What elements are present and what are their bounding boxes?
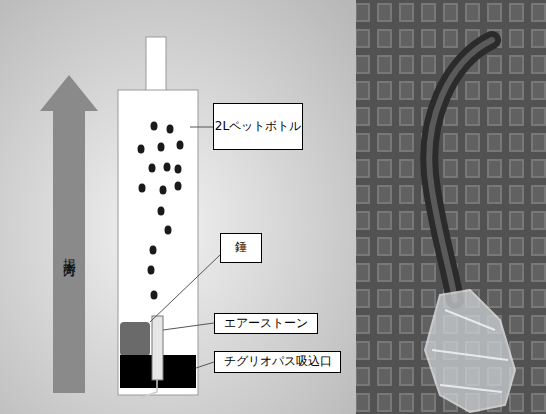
photo-bottle: [425, 290, 515, 412]
air-stone: [152, 316, 163, 380]
callout-box: エアーストーン: [214, 313, 318, 334]
leader-lines: [150, 127, 220, 368]
callout-label: チグリオパス吸込口: [224, 355, 332, 368]
callout-box: 2Lペットボトル: [213, 103, 303, 150]
panel-background: [0, 0, 356, 414]
air-bubbles: [138, 122, 184, 300]
photo-crate: [356, 0, 546, 414]
bottle-body: [118, 90, 198, 395]
arrow-shape: [40, 75, 98, 393]
callout-box: 錘: [220, 233, 262, 263]
callout-label: 錘: [235, 241, 247, 254]
weight: [120, 322, 150, 356]
callout-label: 2Lペットボトル: [215, 120, 301, 133]
callout-box: チグリオパス吸込口: [214, 351, 341, 373]
direction-arrow: 揚水方向: [40, 75, 98, 393]
photo-hose: [429, 40, 492, 300]
arrow-label: 揚水方向: [60, 248, 78, 256]
callout-label: エアーストーン: [224, 317, 308, 330]
arrow-outline: [40, 75, 98, 393]
photo-hose-highlight: [429, 40, 492, 300]
photo-shade: [356, 0, 546, 414]
bottle-neck: [146, 37, 166, 91]
air-tube: [140, 380, 157, 398]
